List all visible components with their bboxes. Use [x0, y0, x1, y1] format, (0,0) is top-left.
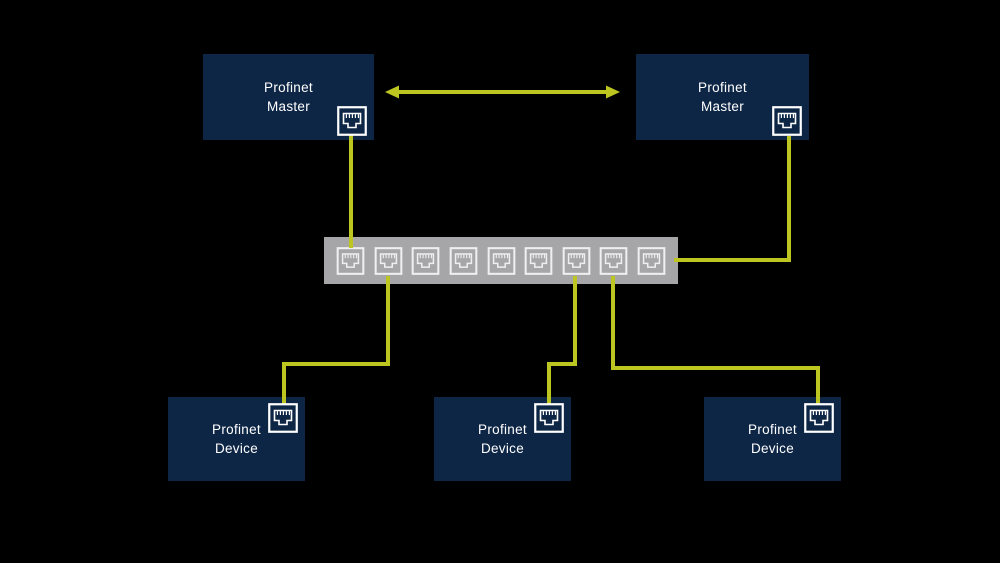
rj45-icon — [411, 246, 440, 275]
rj45-icon — [772, 106, 802, 136]
node-label: Profinet Master — [264, 80, 313, 114]
cable-master-right-to-switch — [787, 136, 791, 262]
cable-switch-to-device-1 — [386, 276, 390, 366]
node-profinet-device-2: Profinet Device — [434, 397, 571, 481]
rj45-icon — [487, 246, 515, 275]
switch-ethernet-port-icon — [374, 246, 403, 275]
rj45-icon — [336, 246, 365, 275]
rj45-icon — [534, 403, 564, 433]
rj45-icon — [637, 246, 666, 275]
rj45-icon — [562, 246, 591, 275]
rj45-icon — [600, 246, 628, 275]
node-label: Profinet Device — [748, 422, 797, 456]
node-label: Profinet Master — [698, 80, 747, 114]
rj45-icon — [374, 246, 402, 275]
ethernet-port-icon — [337, 106, 367, 136]
switch-ports — [324, 237, 678, 284]
cable-master-left-to-switch — [349, 135, 353, 248]
cable-switch-to-device-3 — [611, 366, 820, 370]
node-profinet-device-3: Profinet Device — [704, 397, 841, 481]
node-profinet-master-right: Profinet Master — [636, 54, 809, 140]
cable-switch-to-device-3 — [611, 276, 615, 370]
cable-switch-to-device-2 — [573, 276, 577, 366]
switch-ethernet-port-icon — [487, 246, 516, 275]
rj45-icon — [804, 403, 834, 433]
ethernet-port-icon — [804, 403, 834, 433]
cable-switch-to-device-3 — [816, 366, 820, 405]
switch-ethernet-port-icon — [449, 246, 478, 275]
cable-master-right-to-switch — [674, 258, 791, 262]
rj45-icon — [524, 246, 553, 275]
cable-switch-to-device-1 — [282, 362, 286, 405]
cable-switch-to-device-2 — [547, 362, 551, 405]
rj45-icon — [337, 106, 367, 136]
bidirectional-arrow-icon — [385, 85, 620, 99]
switch-ethernet-port-icon — [336, 246, 365, 275]
switch-ethernet-port-icon — [411, 246, 440, 275]
node-profinet-device-1: Profinet Device — [168, 397, 305, 481]
switch-ethernet-port-icon — [562, 246, 591, 275]
ethernet-port-icon — [772, 106, 802, 136]
rj45-icon — [449, 246, 478, 275]
ethernet-switch — [324, 237, 678, 284]
switch-ethernet-port-icon — [637, 246, 666, 275]
ethernet-port-icon — [534, 403, 564, 433]
ethernet-port-icon — [268, 403, 298, 433]
switch-ethernet-port-icon — [599, 246, 628, 275]
cable-switch-to-device-1 — [282, 362, 390, 366]
cable-switch-to-device-2 — [547, 362, 577, 366]
node-label: Profinet Device — [478, 422, 527, 456]
node-profinet-master-left: Profinet Master — [203, 54, 374, 140]
rj45-icon — [268, 403, 298, 433]
node-label: Profinet Device — [212, 422, 261, 456]
switch-ethernet-port-icon — [524, 246, 553, 275]
